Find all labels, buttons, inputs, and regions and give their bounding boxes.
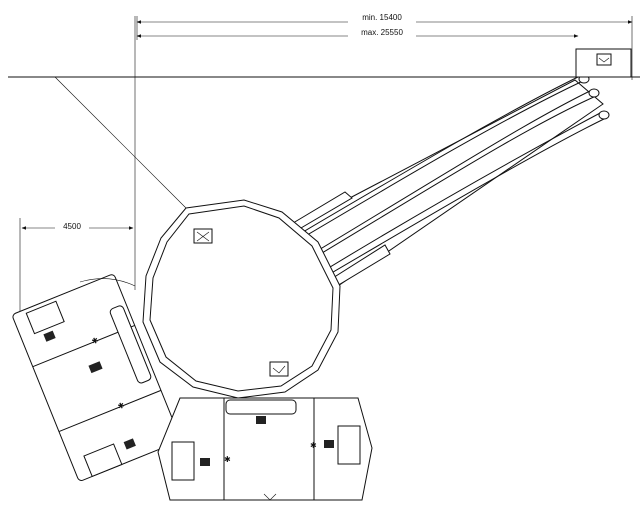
svg-text:✱: ✱ <box>310 441 317 450</box>
dimension-max-label: max. 25550 <box>361 28 403 37</box>
svg-text:✱: ✱ <box>224 455 231 464</box>
boom-head <box>575 48 632 78</box>
dimension-min-label: min. 15400 <box>362 13 402 22</box>
arrow-marker-icon <box>263 493 277 501</box>
svg-text:✱: ✱ <box>90 335 100 346</box>
dimension-offset: 4500 <box>19 218 134 320</box>
svg-text:✱: ✱ <box>116 400 126 411</box>
dimension-max: max. 25550 <box>136 27 579 41</box>
dimension-offset-label: 4500 <box>63 222 81 231</box>
dimension-min: min. 15400 <box>136 13 633 27</box>
extension-curve <box>79 278 136 287</box>
outrigger-diagonal <box>54 76 191 213</box>
turret-arrow-sign-icon <box>269 361 289 377</box>
boom-head-sign-icon <box>596 53 612 66</box>
turret-sign-icon <box>193 228 213 244</box>
turret <box>142 199 341 399</box>
carrier-left: ✱ ✱ <box>12 274 181 481</box>
carrier-bottom: ✱ ✱ <box>157 397 373 501</box>
